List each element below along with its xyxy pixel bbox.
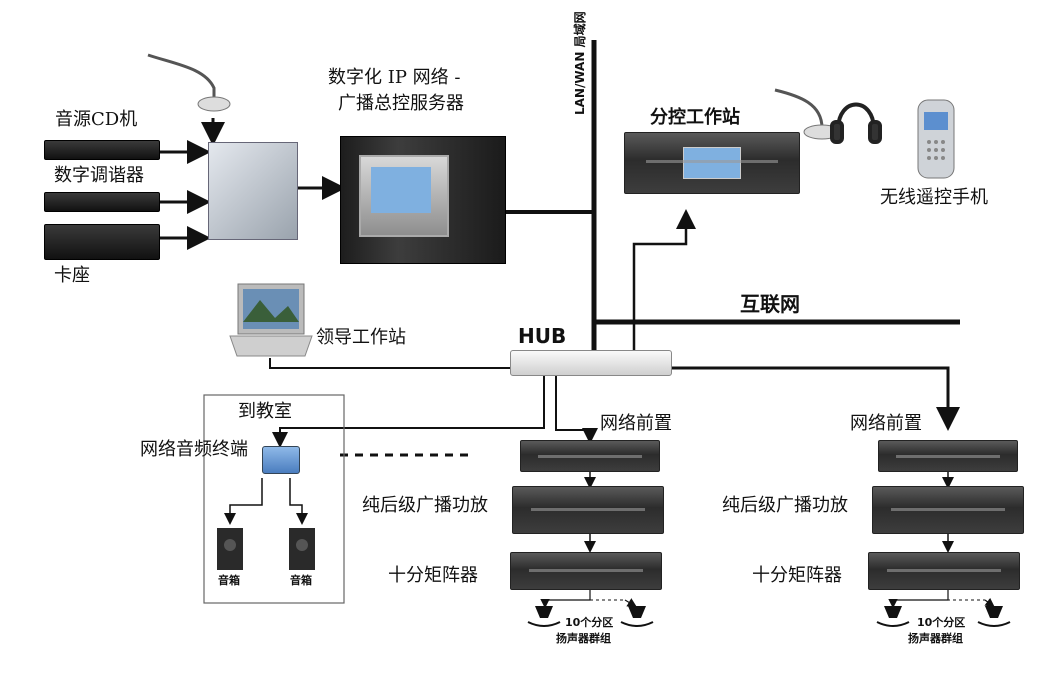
speaker-box-label: 音箱 [290, 574, 312, 587]
speaker-icon [977, 606, 1011, 627]
power-amp-device [512, 486, 664, 534]
speaker-icon [527, 606, 561, 627]
network-preamp-device [878, 440, 1018, 472]
power-amp-label: 纯后级广播功放 [362, 495, 488, 516]
tuner-label: 数字调谐器 [54, 165, 144, 186]
speaker-box-label: 音箱 [218, 574, 240, 587]
headphones-icon [830, 102, 882, 144]
server-title-line2: 广播总控服务器 [338, 93, 464, 114]
power-amp-label: 纯后级广播功放 [722, 495, 848, 516]
speaker-icon [876, 606, 910, 627]
audio-mixer-device [208, 142, 298, 240]
lan-wan-label: LAN/WAN 局域网 [573, 11, 587, 115]
zone-group-label: 10个分区 [917, 616, 966, 629]
mobile-phone-icon [917, 99, 955, 179]
network-preamp-device [520, 440, 660, 472]
microphone-icon [147, 53, 231, 112]
zone-group-label: 10个分区 [565, 616, 614, 629]
network-preamp-label: 网络前置 [850, 413, 922, 434]
server-device [340, 136, 506, 264]
matrix-device [510, 552, 662, 590]
speaker-icon [217, 528, 243, 570]
speaker-icon [620, 606, 654, 627]
leader-station-label: 领导工作站 [316, 327, 406, 348]
matrix-label: 十分矩阵器 [388, 565, 478, 586]
net-audio-terminal-label: 网络音频终端 [140, 439, 248, 460]
matrix-label: 十分矩阵器 [752, 565, 842, 586]
wireless-remote-label: 无线遥控手机 [880, 187, 988, 208]
matrix-device [868, 552, 1020, 590]
sub-station-device [624, 132, 800, 194]
network-preamp-label: 网络前置 [600, 413, 672, 434]
hub-label: HUB [518, 324, 567, 348]
internet-label: 互联网 [740, 292, 800, 316]
cassette-deck-device [44, 224, 160, 260]
hub-device [510, 350, 672, 376]
zone-group-label: 扬声器群组 [556, 632, 611, 645]
cd-player-label: 音源CD机 [55, 109, 138, 130]
speaker-icon [289, 528, 315, 570]
sub-station-label: 分控工作站 [650, 107, 740, 128]
laptop-icon [229, 283, 313, 357]
power-amp-device [872, 486, 1024, 534]
tuner-device [44, 192, 160, 212]
cassette-label: 卡座 [54, 265, 90, 286]
zone-group-label: 扬声器群组 [908, 632, 963, 645]
server-title-line1: 数字化 IP 网络 - [328, 67, 461, 88]
cd-player-device [44, 140, 160, 160]
network-audio-terminal-device [262, 446, 300, 474]
to-classroom-label: 到教室 [238, 401, 292, 422]
